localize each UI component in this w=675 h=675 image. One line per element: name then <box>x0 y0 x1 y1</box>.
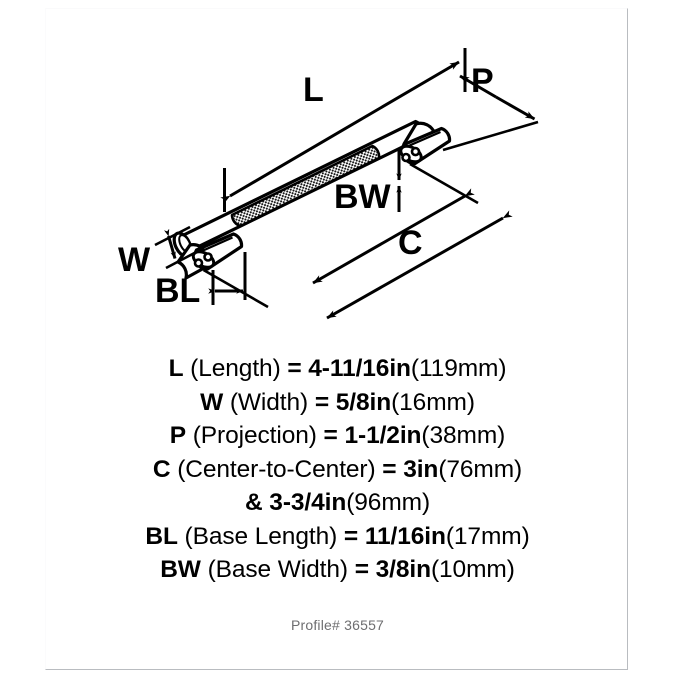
spec-value: 4-11/16in <box>308 355 411 382</box>
spec-value: 1-1/2in <box>344 422 422 449</box>
dimension-width: W <box>118 225 205 279</box>
product-dimension-drawing: L P BW C <box>118 48 539 320</box>
spec-metric: (16mm) <box>391 388 475 416</box>
spec-equals: = <box>323 422 338 449</box>
spec-equals: & <box>244 489 263 516</box>
spec-value: 3-3/4in <box>269 489 347 516</box>
callout-BL: BL <box>155 272 200 310</box>
specifications-list: L (Length) = 4-11/16in(119mm) W (Width) … <box>0 352 675 587</box>
callout-BW: BW <box>334 178 392 216</box>
spec-name: (Base Length) <box>184 522 338 550</box>
spec-symbol: BL <box>145 522 178 550</box>
spec-symbol: P <box>169 422 187 449</box>
spec-row-center-to-center: C (Center-to-Center) = 3in(76mm) <box>0 453 675 487</box>
screw-hole <box>401 152 411 163</box>
spec-name: (Center-to-Center) <box>177 455 376 483</box>
spec-metric: (38mm) <box>421 422 506 449</box>
spec-metric: (96mm) <box>346 489 431 516</box>
spec-equals: = <box>382 455 397 483</box>
spec-metric: (10mm) <box>430 556 515 583</box>
spec-row-width: W (Width) = 5/8in(16mm) <box>0 386 675 420</box>
spec-row-base-width: BW (Base Width) = 3/8in(10mm) <box>0 553 675 587</box>
dimension-center-to-center: C <box>202 162 513 320</box>
spec-name: (Projection) <box>192 422 317 449</box>
handle-post-left <box>176 232 244 280</box>
spec-symbol: L <box>168 355 184 382</box>
callout-L: L <box>303 71 324 109</box>
spec-row-center-to-center-alt: & 3-3/4in(96mm) <box>0 486 675 520</box>
spec-metric: (17mm) <box>445 522 530 550</box>
profile-number: Profile# 36557 <box>290 617 385 633</box>
spec-symbol: W <box>200 388 224 416</box>
spec-name: (Base Width) <box>207 556 349 583</box>
dimension-length: L <box>220 48 467 212</box>
spec-value: 11/16in <box>364 522 446 550</box>
screw-hole <box>410 146 421 157</box>
spec-equals: = <box>314 388 330 416</box>
spec-row-length: L (Length) = 4-11/16in(119mm) <box>0 352 675 386</box>
spec-value: 3/8in <box>375 556 431 583</box>
screw-hole <box>203 252 213 262</box>
spec-metric: (119mm) <box>410 355 507 382</box>
spec-value: 5/8in <box>335 388 392 416</box>
dimension-base-length: BL <box>155 252 247 310</box>
spec-metric: (76mm) <box>438 455 523 483</box>
spec-equals: = <box>343 522 359 550</box>
spec-value: 3in <box>403 455 439 483</box>
callout-C: C <box>398 224 423 262</box>
spec-symbol: C <box>152 455 171 483</box>
spec-equals: = <box>287 355 302 382</box>
screw-hole <box>193 258 204 268</box>
spec-name: (Width) <box>229 388 309 416</box>
spec-symbol: BW <box>160 556 201 583</box>
callout-W: W <box>118 241 151 279</box>
callout-P: P <box>471 62 494 100</box>
spec-row-projection: P (Projection) = 1-1/2in(38mm) <box>0 419 675 453</box>
spec-row-base-length: BL (Base Length) = 11/16in(17mm) <box>0 520 675 554</box>
spec-name: (Length) <box>190 355 281 382</box>
dimension-projection: P <box>442 62 539 152</box>
spec-equals: = <box>354 556 369 583</box>
